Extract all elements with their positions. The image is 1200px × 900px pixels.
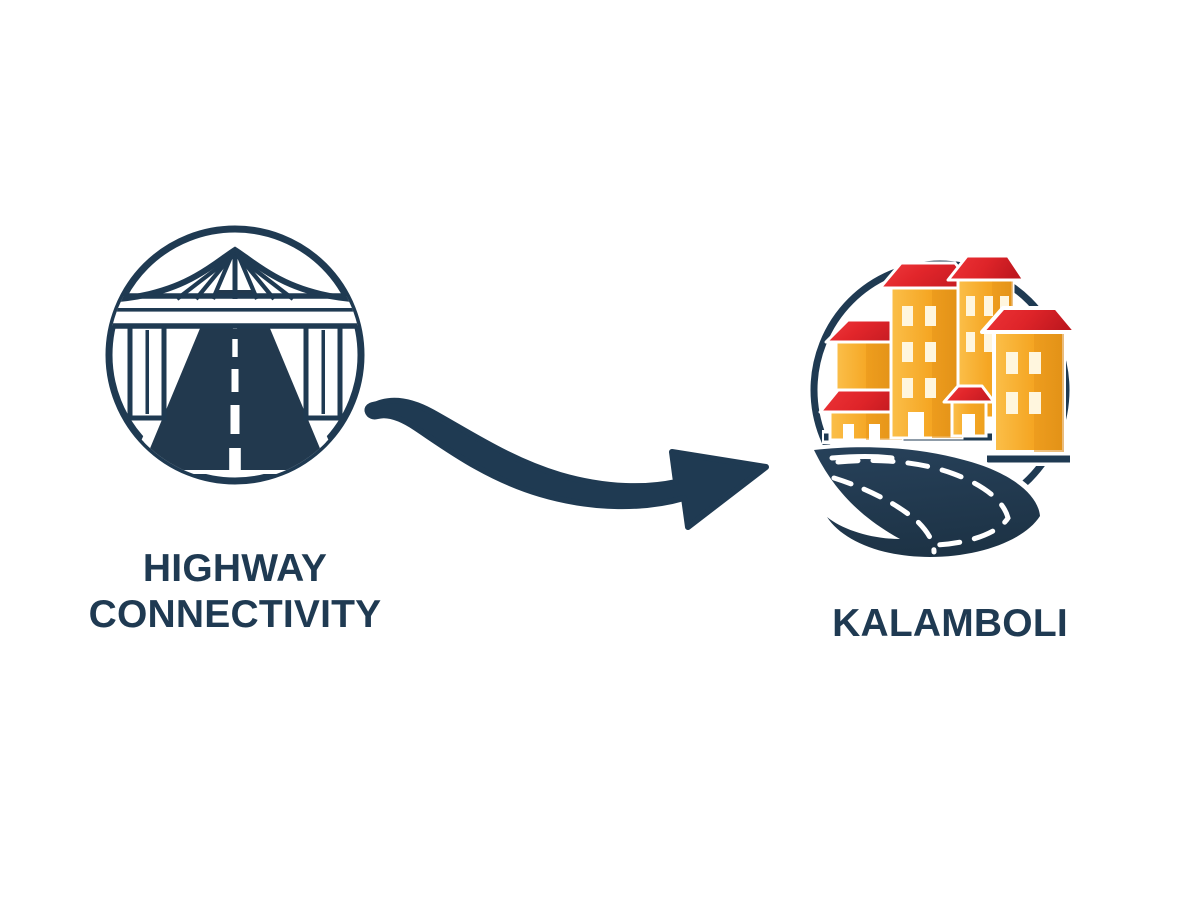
ground-floor-gaps <box>843 424 880 440</box>
lane-edge-top <box>829 454 895 461</box>
city-township-road-icon <box>810 254 1078 562</box>
windows <box>1006 352 1041 414</box>
lane-dash <box>229 448 241 474</box>
caption-line-1: HIGHWAY <box>142 547 328 590</box>
apartment-buildings <box>818 254 1078 454</box>
road-surface <box>814 447 1040 557</box>
bridge-pillar-left <box>127 323 167 421</box>
caption-line-2: CONNECTIVITY <box>88 593 382 637</box>
building-left-upper <box>824 318 908 400</box>
lane-dash <box>232 339 238 357</box>
wall-shade <box>1034 330 1064 452</box>
roof-red <box>942 384 996 404</box>
windows <box>902 306 936 398</box>
bridge-cables <box>109 246 361 303</box>
entry-door <box>962 414 975 436</box>
bridge-pillar-right <box>303 323 343 421</box>
caption-line-1: KALAMBOLI <box>832 602 1068 645</box>
roof-red <box>946 254 1026 282</box>
entry-door <box>908 412 924 438</box>
curved-arrow-right-icon <box>364 397 769 530</box>
wall-shade <box>866 342 896 398</box>
overpass-deck <box>109 293 361 329</box>
curving-road <box>812 443 1046 562</box>
cable-stay <box>235 254 295 301</box>
roof-red <box>878 261 977 290</box>
cable-stay <box>175 254 235 301</box>
lane-dash <box>231 369 239 392</box>
lane-dash <box>230 405 240 434</box>
roof-red <box>980 306 1078 334</box>
arrow-shape <box>364 397 769 530</box>
right-node-caption: KALAMBOLI <box>760 601 1140 647</box>
road-edge-line-left <box>128 290 215 470</box>
road-edge-line-right <box>255 290 342 470</box>
perspective-road <box>128 286 342 474</box>
building-center-tall <box>878 261 977 440</box>
building-front-small <box>942 384 996 438</box>
deck-divider <box>109 308 361 312</box>
highway-overpass-icon <box>105 225 365 485</box>
road-dashed-lanes <box>829 454 1011 555</box>
left-node-caption: HIGHWAY CONNECTIVITY <box>0 546 470 638</box>
building-right-front <box>980 306 1078 454</box>
lane-dash-inner <box>831 475 937 555</box>
lane-dash-outer <box>835 458 1011 548</box>
